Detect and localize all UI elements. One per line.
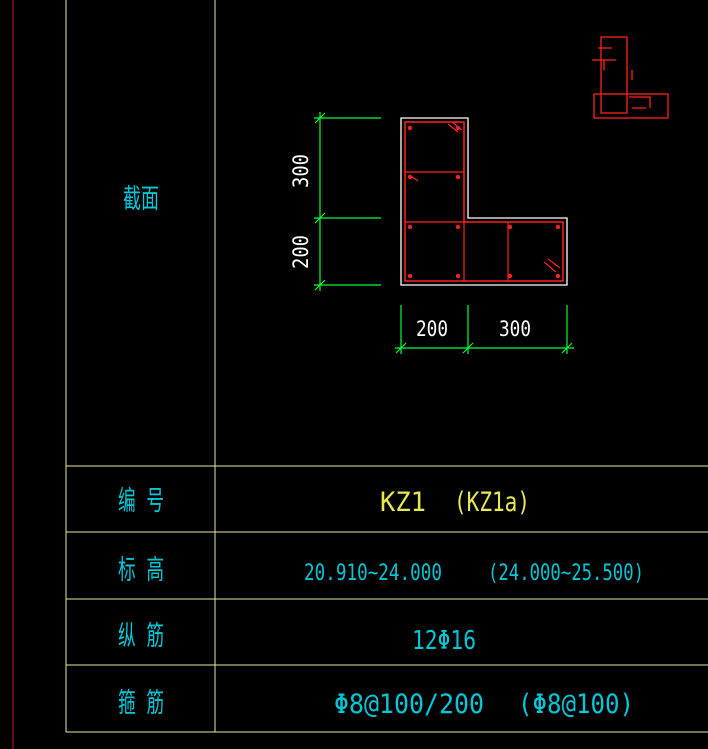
elevation-value: 20.910~24.000 — [304, 561, 442, 586]
hook-right — [543, 258, 561, 273]
dim-horizontal-right: 300 — [499, 317, 531, 341]
section-label: 截面 — [123, 184, 159, 215]
column-number: KZ1 — [380, 487, 426, 518]
horizontal-dimension — [395, 305, 574, 354]
rebar-dots — [407, 125, 561, 279]
stirrup-label: 箍 筋 — [118, 688, 164, 719]
elevation-value-alt: (24.000~25.500) — [488, 561, 644, 586]
hook-top — [447, 121, 463, 133]
dim-vertical-upper: 300 — [289, 154, 313, 188]
dim-vertical-lower: 200 — [289, 235, 313, 269]
table-grid — [12, 0, 708, 749]
stirrup-value: Φ8@100/200 — [334, 689, 484, 720]
section-outline — [400, 117, 568, 286]
number-label: 编 号 — [118, 486, 164, 517]
longitudinal-label: 纵 筋 — [118, 621, 164, 652]
elevation-label: 标 高 — [118, 555, 164, 586]
vertical-dimension — [314, 112, 381, 291]
dim-horizontal-left: 200 — [416, 317, 448, 341]
longitudinal-value: 12Φ16 — [412, 626, 476, 656]
l-shape-key-plan-icon — [592, 36, 669, 119]
column-number-alt: (KZ1a) — [454, 487, 530, 518]
stirrup-outline — [404, 121, 564, 282]
l-shaped-section — [400, 117, 568, 286]
stirrup-value-alt: (Φ8@100) — [518, 689, 634, 720]
